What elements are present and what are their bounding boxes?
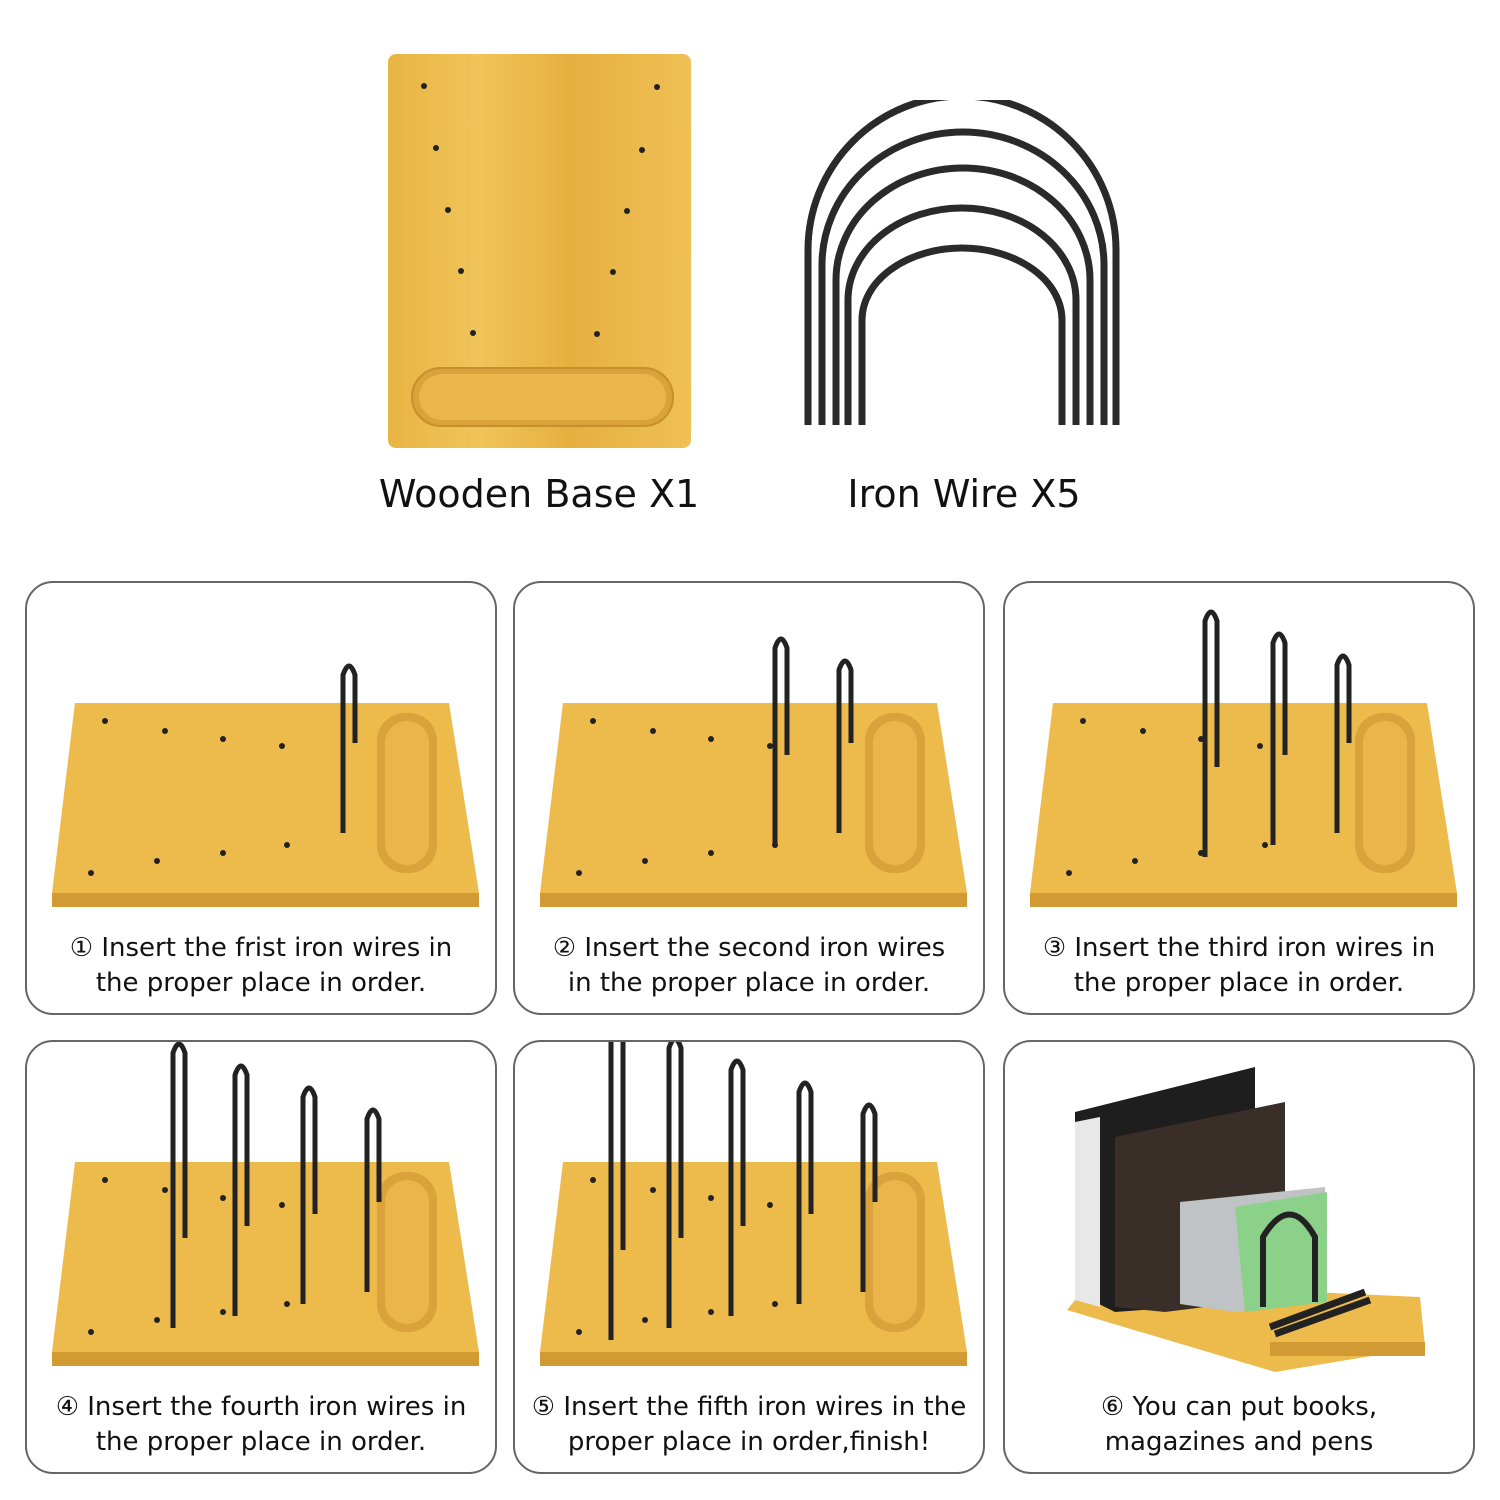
step-panel-3: ③ Insert the third iron wires in the prop… [1003, 581, 1475, 1015]
iron-wire [836, 658, 854, 833]
iron-wire [1202, 609, 1220, 857]
hole [767, 743, 773, 749]
hole [102, 1177, 108, 1183]
iron-wire-label: Iron Wire X5 [847, 472, 1081, 516]
hole [284, 842, 290, 848]
step-text-line-2: the proper place in order. [1073, 968, 1405, 998]
iron-wire [860, 1102, 878, 1292]
iron-wire [1334, 653, 1352, 833]
hole [102, 718, 108, 724]
step-number: ③ [1042, 933, 1067, 963]
hole [590, 718, 596, 724]
hole [650, 728, 656, 734]
step-text-line-1: Insert the fifth iron wires in the [563, 1392, 967, 1422]
hole [220, 850, 226, 856]
step-caption: ④ Insert the fourth iron wires in the pro… [27, 1390, 495, 1460]
iron-wire [796, 1080, 814, 1304]
wooden-base-image [388, 54, 691, 448]
hole [220, 1195, 226, 1201]
hole [576, 870, 582, 876]
hole [220, 1309, 226, 1315]
hole [1066, 870, 1072, 876]
step-panel-4: ④ Insert the fourth iron wires in the pro… [25, 1040, 497, 1474]
step-number: ⑥ [1100, 1392, 1125, 1422]
step-number: ⑤ [531, 1392, 556, 1422]
step-panel-6: ⑥ You can put books, magazines and pens [1003, 1040, 1475, 1474]
step-panel-2: ② Insert the second iron wires in the pro… [513, 581, 985, 1015]
hole [279, 743, 285, 749]
iron-wire [666, 1042, 684, 1328]
iron-wire [364, 1107, 382, 1292]
hole [88, 1329, 94, 1335]
step-text-line-2: proper place in order,finish! [567, 1427, 931, 1457]
step-text-line-1: Insert the third iron wires in [1074, 933, 1436, 963]
step-number: ① [69, 933, 94, 963]
hole [650, 1187, 656, 1193]
iron-wire [300, 1085, 318, 1304]
iron-wire [728, 1058, 746, 1316]
hole [279, 1202, 285, 1208]
hole [772, 1301, 778, 1307]
hole [1257, 743, 1263, 749]
step-text-line-2: the proper place in order. [95, 968, 427, 998]
step-caption: ② Insert the second iron wires in the pro… [515, 931, 983, 1001]
step-illustration [540, 636, 967, 907]
hole [220, 736, 226, 742]
hole [1140, 728, 1146, 734]
hole [1080, 718, 1086, 724]
step-caption: ⑥ You can put books, magazines and pens [1005, 1390, 1473, 1460]
hole [154, 858, 160, 864]
iron-wire [170, 1042, 188, 1328]
wooden-base-label: Wooden Base X1 [378, 472, 700, 516]
hole [576, 1329, 582, 1335]
step-text-line-1: You can put books, [1132, 1392, 1378, 1422]
step-text-line-2: magazines and pens [1104, 1427, 1374, 1457]
iron-wires-image [804, 100, 1120, 425]
step-illustration [1067, 1067, 1425, 1372]
step-number: ④ [55, 1392, 79, 1422]
step-illustration [540, 1042, 967, 1366]
step-caption: ① Insert the frist iron wires in the prop… [27, 931, 495, 1001]
hole [767, 1202, 773, 1208]
step-caption: ③ Insert the third iron wires in the prop… [1005, 931, 1473, 1001]
step-caption: ⑤ Insert the fifth iron wires in the prop… [515, 1390, 983, 1460]
step-illustration [52, 663, 479, 907]
hole [708, 1195, 714, 1201]
iron-wire [1270, 631, 1288, 845]
step-number: ② [552, 933, 577, 963]
step-text-line-1: Insert the second iron wires [584, 933, 946, 963]
hole [284, 1301, 290, 1307]
hole [708, 850, 714, 856]
hole [1132, 858, 1138, 864]
iron-wire [340, 663, 358, 833]
step-illustration [1030, 609, 1457, 907]
hole [154, 1317, 160, 1323]
hole [590, 1177, 596, 1183]
hole [642, 1317, 648, 1323]
iron-wire [772, 636, 790, 845]
step-panel-1: ① Insert the frist iron wires in the prop… [25, 581, 497, 1015]
hole [1262, 842, 1268, 848]
hole [162, 1187, 168, 1193]
step-text-line-1: Insert the frist iron wires in [101, 933, 453, 963]
hole [88, 870, 94, 876]
hole [642, 858, 648, 864]
step-text-line-2: in the proper place in order. [567, 968, 931, 998]
hole [708, 736, 714, 742]
step-panel-5: ⑤ Insert the fifth iron wires in the prop… [513, 1040, 985, 1474]
step-text-line-1: Insert the fourth iron wires in [87, 1392, 467, 1422]
iron-wire [232, 1063, 250, 1316]
step-illustration [52, 1042, 479, 1366]
hole [708, 1309, 714, 1315]
step-text-line-2: the proper place in order. [95, 1427, 427, 1457]
hole [162, 728, 168, 734]
